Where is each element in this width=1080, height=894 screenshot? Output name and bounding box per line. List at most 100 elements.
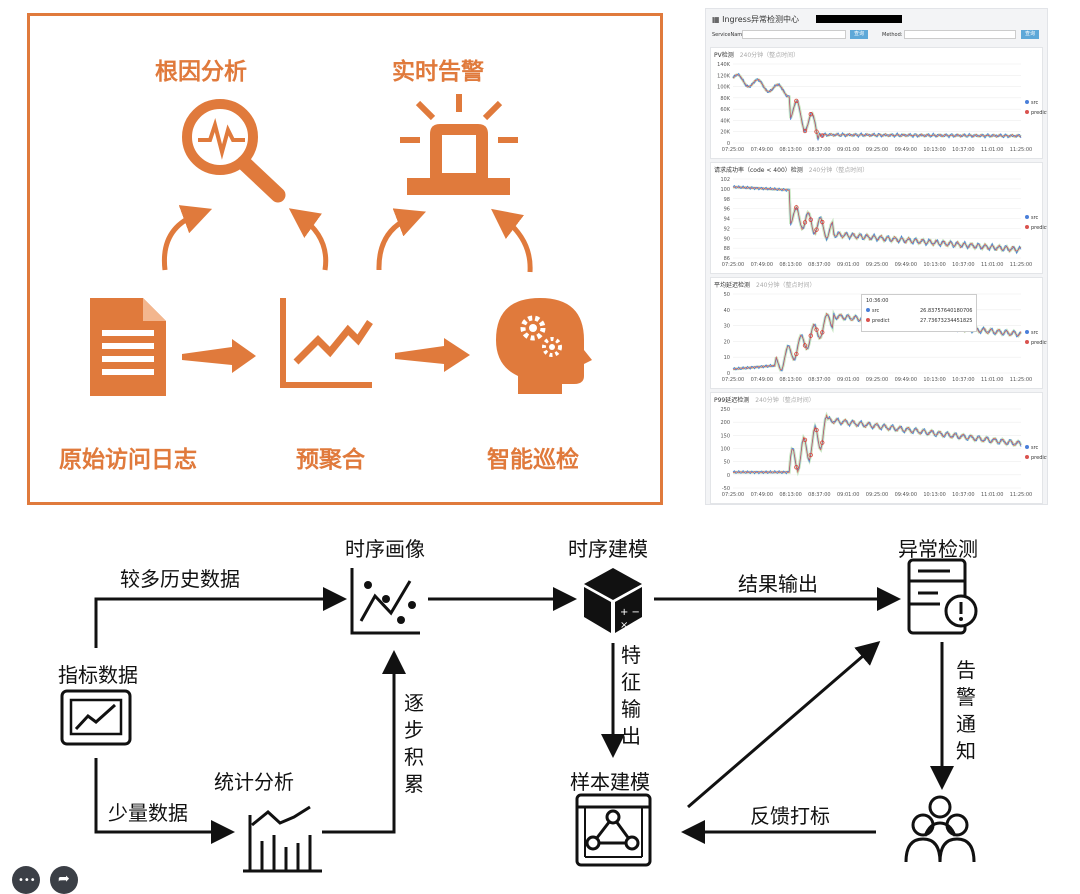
x-tick-label: 09:25:00 [866, 262, 888, 268]
legend-label: src [1031, 445, 1039, 451]
edge-label-feedback: 反馈打标 [750, 804, 830, 828]
service-query-button[interactable]: 查询 [850, 30, 868, 39]
label-realtime-alert: 实时告警 [392, 59, 484, 85]
y-tick-label: 80K [720, 96, 730, 102]
x-tick-label: 09:01:00 [837, 377, 859, 383]
y-tick-label: 60K [720, 107, 730, 113]
x-tick-label: 10:37:00 [952, 262, 974, 268]
x-tick-label: 11:25:00 [1010, 492, 1032, 498]
x-tick-label: 10:13:00 [923, 147, 945, 153]
tooltip-src-label: src [866, 308, 879, 314]
legend-src[interactable]: src [1025, 445, 1038, 451]
y-tick-label: 40K [720, 118, 730, 124]
x-tick-label: 08:37:00 [808, 492, 830, 498]
share-button[interactable]: ➦ [50, 866, 78, 894]
y-tick-label: 86 [724, 256, 730, 262]
legend-predict[interactable]: predict [1025, 225, 1048, 231]
node-ts-modeling: 时序建模 [568, 537, 648, 561]
series-src-line [732, 72, 1022, 141]
label-pre-aggregation: 预聚合 [296, 447, 365, 473]
y-tick-label: 0 [727, 473, 730, 479]
legend-dot-icon [1025, 225, 1029, 229]
x-tick-label: 09:25:00 [866, 147, 888, 153]
legend-dot-icon [1025, 100, 1029, 104]
y-tick-label: 50 [724, 460, 730, 466]
y-tick-label: 102 [720, 177, 730, 183]
y-tick-label: 96 [724, 207, 730, 213]
legend-label: src [1031, 330, 1039, 336]
y-tick-label: 98 [724, 197, 730, 203]
dashboard-title: ▦ Ingress异常检测中心 [712, 15, 799, 24]
legend-predict[interactable]: predict [1025, 455, 1047, 461]
series-src-line [732, 184, 1022, 255]
anomaly-server-icon [907, 558, 978, 635]
x-tick-label: 09:49:00 [895, 262, 917, 268]
x-tick-label: 08:13:00 [779, 377, 801, 383]
share-arrow-icon: ➦ [58, 871, 70, 887]
y-tick-label: 88 [724, 246, 730, 252]
anomaly-marker [820, 330, 825, 335]
method-label: Method: [882, 32, 903, 38]
x-tick-label: 09:49:00 [895, 492, 917, 498]
x-tick-label: 10:13:00 [923, 492, 945, 498]
top-diagram-graphics [90, 94, 592, 396]
series-predict-line [732, 74, 1022, 139]
anomaly-marker [820, 440, 825, 445]
edge-label-feature-output: 特征输出 [621, 643, 641, 748]
series-src-line [732, 415, 1022, 475]
curve-arrow-agg-alert [376, 208, 427, 271]
people-group-icon [904, 795, 976, 863]
method-input[interactable] [904, 30, 1016, 39]
legend-dot-icon [1025, 340, 1029, 344]
magnifier-waveform-icon [182, 99, 286, 203]
y-tick-label: 250 [720, 407, 730, 413]
legend-predict[interactable]: predict [1025, 340, 1048, 346]
modeling-cube-icon: + − × ÷ [584, 568, 642, 633]
y-tick-label: 100 [720, 447, 730, 453]
service-name-input[interactable] [742, 30, 846, 39]
y-tick-label: 50 [724, 292, 730, 298]
edge-less-data [94, 758, 235, 844]
series-predict-line [732, 186, 1022, 253]
y-tick-label: 90 [724, 236, 730, 242]
x-tick-label: 11:01:00 [981, 377, 1003, 383]
legend-label: predict [1031, 225, 1048, 231]
legend-label: predict [1031, 340, 1048, 346]
method-query-button[interactable]: 查询 [1021, 30, 1039, 39]
label-smart-inspection: 智能巡检 [487, 447, 579, 473]
y-tick-label: 100K [717, 85, 731, 91]
legend-predict[interactable]: predict [1025, 110, 1047, 116]
curve-arrow-agg-root [288, 208, 329, 271]
legend-src[interactable]: src [1025, 100, 1038, 106]
edge-label-more-history: 较多历史数据 [120, 567, 240, 591]
anomaly-marker [814, 427, 819, 433]
anomaly-marker [814, 327, 819, 332]
anomaly-marker [794, 351, 799, 357]
anomaly-marker [802, 343, 808, 348]
x-tick-label: 07:49:00 [751, 147, 773, 153]
node-metric-data: 指标数据 [58, 663, 138, 687]
anomaly-marker [802, 437, 808, 443]
anomaly-marker [802, 128, 808, 134]
legend-src[interactable]: src [1025, 215, 1038, 221]
legend-src[interactable]: src [1025, 330, 1038, 336]
x-tick-label: 11:25:00 [1010, 147, 1032, 153]
node-anomaly-detection: 异常检测 [898, 537, 978, 561]
trend-chart-icon [280, 298, 373, 388]
x-tick-label: 08:13:00 [779, 262, 801, 268]
edge-label-less-data: 少量数据 [108, 801, 188, 825]
legend-dot-icon [1025, 110, 1029, 114]
y-tick-label: 0 [727, 141, 730, 147]
y-tick-label: 30 [724, 324, 730, 330]
y-tick-label: 40 [724, 308, 730, 314]
document-icon [90, 298, 166, 396]
edge-gradual-accumulation [322, 650, 406, 834]
more-options-button[interactable]: ••• [12, 866, 40, 894]
x-tick-label: 11:01:00 [981, 492, 1003, 498]
redacted-bar [816, 15, 902, 23]
